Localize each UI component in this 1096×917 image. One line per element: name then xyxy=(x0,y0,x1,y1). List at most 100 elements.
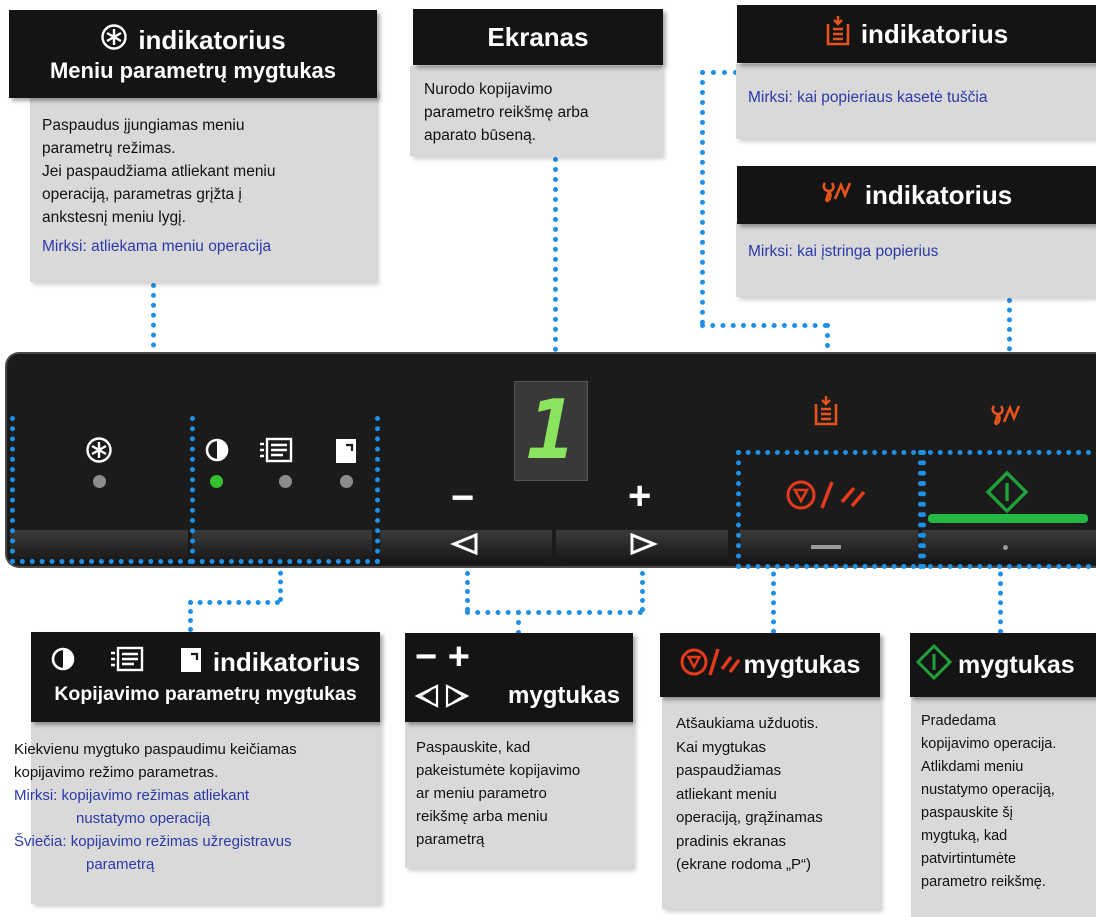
paper-title-suffix: indikatorius xyxy=(860,19,1009,49)
menu-title-suffix: indikatorius xyxy=(138,25,286,55)
connector-paper-left xyxy=(700,70,705,325)
connector-pm-down xyxy=(516,610,521,635)
start-key[interactable] xyxy=(922,530,1096,564)
mode2-led xyxy=(279,475,292,488)
plus-minus-line: ar meniu parametro xyxy=(416,785,547,802)
start-line: mygtuką, kad xyxy=(921,828,1008,844)
screen-title: Ekranas xyxy=(487,22,589,52)
panel-strip-params[interactable] xyxy=(192,530,372,564)
connector-clear xyxy=(771,562,776,634)
copy-params-callout-header: indikatorius Kopijavimo parametrų mygtuk… xyxy=(31,632,380,722)
seven-segment-display: 1 xyxy=(514,381,588,481)
connector-start xyxy=(998,562,1003,634)
plus-minus-callout-header: − + mygtukas xyxy=(405,633,633,722)
jam-callout-header: indikatorius xyxy=(737,166,1096,224)
menu-group-outline xyxy=(10,416,193,564)
connector-menu xyxy=(151,283,156,417)
start-line: Atlikdami meniu xyxy=(921,759,1024,775)
paper-jam-led-icon xyxy=(990,402,1024,433)
plus-key[interactable] xyxy=(556,530,728,564)
lit-text-cont: parametrą xyxy=(86,856,155,873)
plus-minus-line: parametrą xyxy=(416,831,485,848)
start-line: Pradedama xyxy=(921,713,996,729)
connector-pm-h xyxy=(465,610,643,615)
connector-plus xyxy=(640,562,645,612)
screen-line: Nurodo kopijavimo xyxy=(424,81,553,98)
plus-label: + xyxy=(628,474,652,518)
paper-blink-note: Mirksi: kai popieriaus kasetė tuščia xyxy=(748,89,988,106)
start-title-suffix: mygtukas xyxy=(958,651,1075,679)
paper-tray-icon xyxy=(825,16,851,52)
start-line: kopijavimo operacija. xyxy=(921,736,1057,752)
clear-line: operaciją, grąžinamas xyxy=(676,809,823,826)
menu-description: Paspaudus įjungiamas meniu parametrų rež… xyxy=(42,114,276,258)
blink-text-cont: nustatymo operaciją xyxy=(76,810,211,827)
clear-key-bar xyxy=(811,545,841,549)
connector-params-down xyxy=(188,600,193,632)
start-key-dot xyxy=(1003,545,1008,550)
clear-description: Atšaukiama užduotis. Kai mygtukas paspau… xyxy=(676,712,823,877)
screen-callout-box xyxy=(410,66,662,156)
screen-callout-header: Ekranas xyxy=(413,9,663,65)
params-group-outline xyxy=(190,416,380,564)
connector-minus xyxy=(465,562,470,612)
start-callout-header: mygtukas xyxy=(910,633,1096,697)
right-triangle-icon[interactable] xyxy=(628,532,658,560)
clear-stop-icon[interactable] xyxy=(784,478,874,517)
card-title-icon xyxy=(179,645,203,679)
lit-label: Šviečia: xyxy=(14,833,67,850)
start-group-outline xyxy=(918,450,1096,569)
blink-text: kopijavimo režimas atliekant xyxy=(61,787,250,804)
clear-callout-header: mygtukas xyxy=(660,633,880,697)
copy-params-line: kopijavimo režimo parametras. xyxy=(14,764,219,781)
menu-asterisk-icon xyxy=(100,23,128,57)
menu-callout-header: indikatorius Meniu parametrų mygtukas xyxy=(9,10,377,98)
screen-line: aparato būseną. xyxy=(424,127,537,144)
start-title-icon xyxy=(915,643,953,686)
screen-description: Nurodo kopijavimo parametro reikšmę arba… xyxy=(424,78,589,147)
clear-group-outline xyxy=(736,450,926,569)
minus-key[interactable] xyxy=(380,530,552,564)
start-diamond-icon[interactable] xyxy=(985,470,1029,519)
copy-params-title-suffix: indikatorius xyxy=(212,647,361,677)
clear-line: pradinis ekranas xyxy=(676,832,787,850)
plus-minus-line: reikšmę arba meniu xyxy=(416,808,548,825)
start-callout-box xyxy=(911,697,1096,917)
card-icon[interactable] xyxy=(334,436,358,469)
paper-jam-icon xyxy=(821,179,855,211)
screen-line: parametro reikšmę arba xyxy=(424,104,589,121)
jam-blink-note: Mirksi: kai įstringa popierius xyxy=(748,243,939,260)
clear-line: (ekrane rodoma „P“) xyxy=(676,856,812,873)
menu-key-icon[interactable] xyxy=(85,436,113,469)
menu-title-line2: Meniu parametrų mygtukas xyxy=(49,58,337,83)
connector-jam xyxy=(1007,298,1012,390)
start-line: paspauskite šį xyxy=(921,805,1013,821)
jam-callout-box xyxy=(736,222,1096,297)
exposure-led xyxy=(210,475,223,488)
blink-label: Mirksi: xyxy=(14,787,58,804)
copy-mode-icon[interactable] xyxy=(258,436,294,469)
clear-title-icon xyxy=(680,647,742,683)
clear-callout-box xyxy=(662,697,880,909)
plus-minus-description: Paspauskite, kad pakeistumėte kopijavimo… xyxy=(416,736,580,851)
menu-line: Paspaudus įjungiamas meniu xyxy=(42,117,245,134)
clear-line: paspaudžiamas xyxy=(676,762,782,779)
mode3-led xyxy=(340,475,353,488)
connector-paper-mid xyxy=(700,323,828,328)
start-line: parametro reikšmę. xyxy=(921,874,1046,890)
exposure-icon[interactable] xyxy=(205,438,229,467)
panel-strip-left xyxy=(10,530,188,564)
connector-params-up xyxy=(278,562,283,602)
display-digit: 1 xyxy=(526,383,576,478)
plus-minus-title-suffix: mygtukas xyxy=(508,682,621,709)
left-triangle-icon[interactable] xyxy=(450,532,480,560)
plus-minus-line: pakeistumėte kopijavimo xyxy=(416,762,581,779)
plus-minus-callout-box xyxy=(405,722,633,868)
exposure-title-icon xyxy=(51,647,75,677)
paper-tray-led-icon xyxy=(813,396,839,431)
minus-label: − xyxy=(451,476,475,520)
start-line: nustatymo operaciją, xyxy=(921,782,1055,798)
copy-params-line: Kiekvienu mygtuko paspaudimu keičiamas xyxy=(14,741,297,758)
plus-minus-line: Paspauskite, kad xyxy=(416,739,531,756)
copy-mode-title-icon xyxy=(109,645,145,679)
